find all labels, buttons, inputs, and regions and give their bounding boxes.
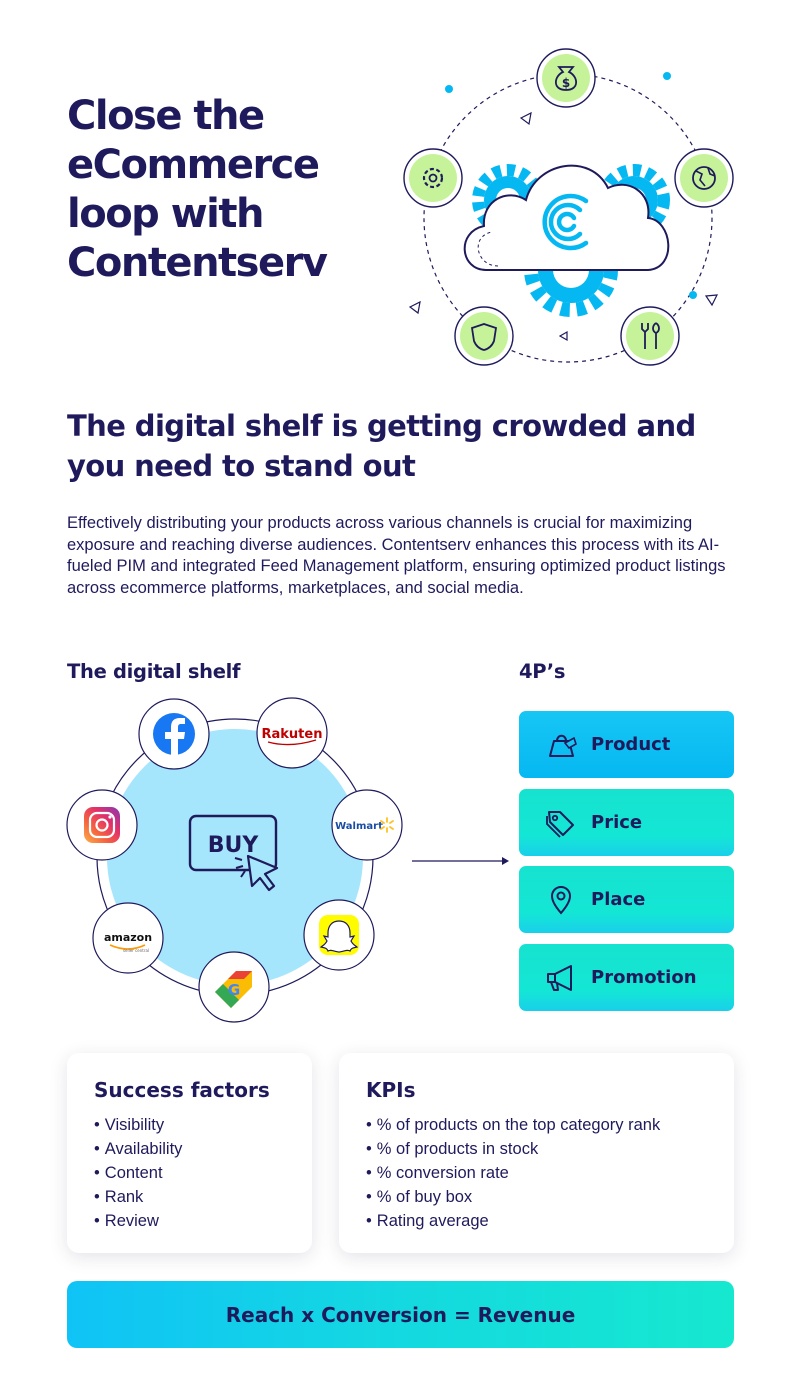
tools-icon [620,306,680,366]
list-item: % conversion rate [366,1161,660,1185]
four-p-card-promotion: Promotion [519,944,734,1011]
buy-label: BUY [208,833,260,858]
price-tag-icon [546,810,574,838]
list-item: Rank [94,1185,182,1209]
four-p-label-product: Product [591,734,671,755]
list-item: Review [94,1209,182,1233]
kpis-card: KPIs % of products on the top category r… [339,1053,734,1253]
intro-paragraph: Effectively distributing your products a… [67,514,726,597]
contentserv-logo-icon [542,193,589,251]
revenue-formula-banner: Reach x Conversion = Revenue [67,1281,734,1348]
flow-arrow [412,857,509,865]
settings-gear-icon [403,148,463,208]
list-item: % of buy box [366,1185,660,1209]
hero-title: Close the eCommerce loop with Contentser… [67,93,328,286]
list-item: Rating average [366,1209,660,1233]
money-bag-icon: $ [536,48,596,108]
digital-shelf-diagram: BUY Rakuten Walmart G [66,697,403,1023]
kpis-title: KPIs [366,1078,416,1102]
rakuten-icon: Rakuten [256,697,328,769]
shield-icon [454,306,514,366]
amazon-icon: amazon seller central [92,902,164,974]
instagram-icon [66,789,138,861]
facebook-icon [138,698,210,770]
globe-icon [674,148,734,208]
section-title: The digital shelf is getting crowded and… [67,409,696,483]
ecommerce-loop-illustration: $ [403,48,734,366]
four-p-card-place: Place [519,866,734,933]
shopping-bag-icon [549,734,577,757]
four-p-label-price: Price [591,812,643,833]
revenue-formula-text: Reach x Conversion = Revenue [225,1302,576,1327]
rakuten-label: Rakuten [262,727,323,742]
buy-button-icon: BUY [188,814,279,892]
amazon-sub-label: seller central [123,948,149,953]
list-item: % of products on the top category rank [366,1113,660,1137]
cloud-icon [463,164,670,271]
list-item: Visibility [94,1113,182,1137]
four-p-card-price: Price [519,789,734,856]
megaphone-icon [547,964,572,991]
digital-shelf-heading: The digital shelf [67,660,241,683]
list-item: % of products in stock [366,1137,660,1161]
snapchat-icon [303,899,375,971]
google-shopping-icon: G [198,951,270,1023]
four-ps-heading: 4P’s [519,660,566,683]
list-item: Availability [94,1137,183,1161]
svg-text:$: $ [562,76,570,90]
success-factors-list: Visibility Availability Content Rank Rev… [94,1113,183,1233]
success-factors-card: Success factors Visibility Availability … [67,1053,312,1253]
list-item: Content [94,1161,182,1185]
amazon-label: amazon [104,931,152,944]
four-p-card-product: Product [519,711,734,778]
walmart-icon: Walmart [331,789,403,861]
walmart-label: Walmart [335,821,383,832]
location-pin-icon [550,885,572,915]
four-p-label-promotion: Promotion [591,967,697,988]
success-factors-title: Success factors [94,1078,270,1102]
four-p-label-place: Place [591,889,646,910]
kpis-list: % of products on the top category rank %… [366,1113,660,1233]
svg-text:G: G [228,981,240,999]
